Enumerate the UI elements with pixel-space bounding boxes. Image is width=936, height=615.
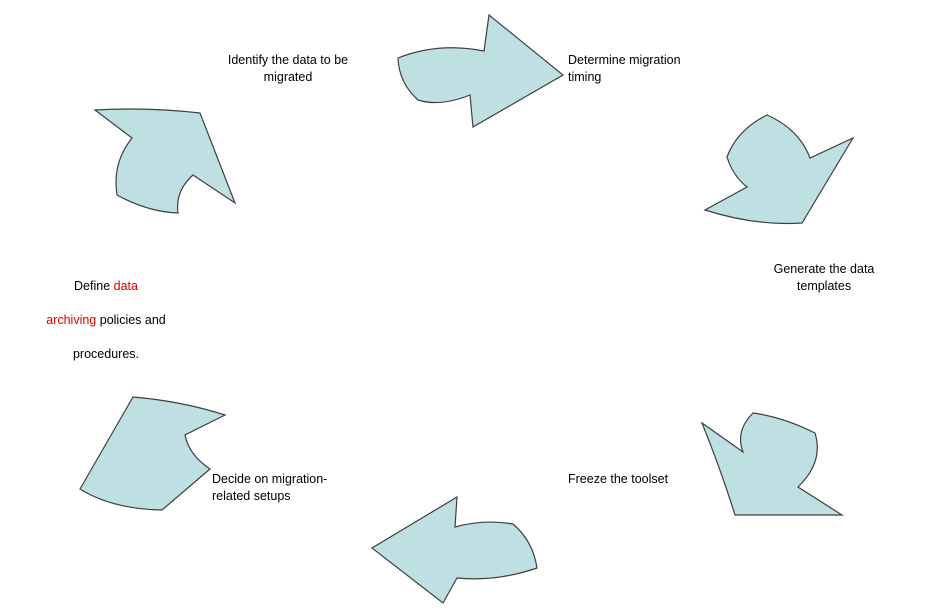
define-text-highlight-2: archiving (46, 313, 97, 327)
step-label-freeze: Freeze the toolset (568, 472, 669, 486)
cycle-arrow-lower-right (700, 412, 845, 516)
define-line-1: Define data (31, 278, 181, 295)
cycle-arrow-lower-left (79, 396, 227, 511)
step-label-decide: Decide on migration- related setups (212, 472, 328, 503)
step-label-determine: Determine migration timing (568, 53, 681, 84)
step-label-identify: Identify the data to be migrated (227, 53, 349, 84)
define-text-plain-1: Define (74, 279, 114, 293)
cycle-arrow-upper-right (703, 114, 855, 225)
define-text-plain-2: policies and (96, 313, 166, 327)
define-text-highlight-1: data (113, 279, 138, 293)
define-line-3: procedures. (31, 346, 181, 363)
cycle-arrow-top (397, 13, 565, 128)
cycle-arrow-bottom (370, 495, 538, 604)
cycle-arrow-upper-left (93, 108, 237, 214)
define-line-2: archiving policies and (31, 312, 181, 329)
define-text-plain-3: procedures. (72, 347, 139, 361)
step-label-generate: Generate the data templates (773, 262, 875, 293)
step-label-define: Define data archiving policies and proce… (31, 261, 181, 380)
